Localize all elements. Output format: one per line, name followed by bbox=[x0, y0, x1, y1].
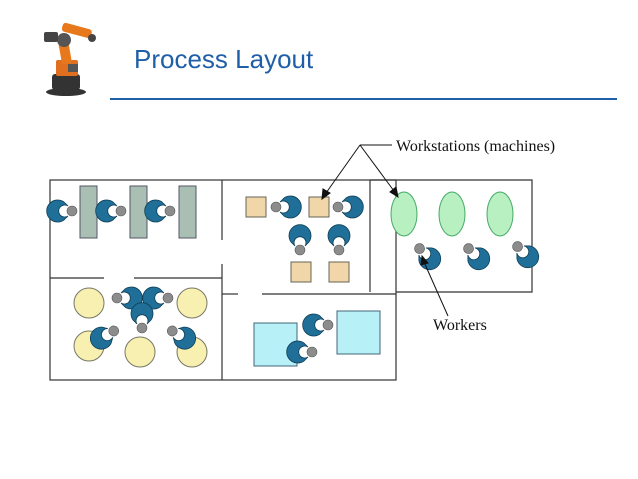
worker-icon bbox=[286, 340, 318, 364]
slide-title: Process Layout bbox=[134, 44, 314, 74]
workers-label: Workers bbox=[433, 317, 487, 334]
worker-icon bbox=[46, 199, 78, 223]
workstation bbox=[124, 336, 156, 368]
department-small-boxes bbox=[245, 195, 364, 283]
workstation bbox=[73, 287, 105, 319]
department-oval-machines bbox=[390, 191, 544, 275]
process-layout-diagram: Workstations (machines) Workers bbox=[46, 138, 555, 381]
industrial-robot-arm-icon bbox=[44, 22, 96, 96]
worker-icon bbox=[327, 224, 351, 256]
department-large-squares bbox=[253, 310, 381, 367]
workstation bbox=[328, 261, 350, 283]
worker-icon bbox=[505, 234, 544, 273]
workstation bbox=[290, 261, 312, 283]
worker-icon bbox=[144, 199, 176, 223]
workstation bbox=[336, 310, 381, 355]
title-underline bbox=[110, 98, 617, 100]
workstation bbox=[308, 196, 330, 218]
worker-icon bbox=[130, 302, 154, 334]
workstation bbox=[438, 191, 466, 237]
workstation bbox=[486, 191, 514, 237]
department-tall-machines bbox=[46, 185, 197, 239]
worker-icon bbox=[270, 195, 302, 219]
worker-icon bbox=[456, 236, 495, 275]
floor-walls bbox=[49, 179, 533, 381]
worker-icon bbox=[95, 199, 127, 223]
callout-arrows bbox=[321, 144, 449, 317]
workstation bbox=[178, 185, 197, 239]
worker-icon bbox=[332, 195, 364, 219]
department-round-tables bbox=[73, 286, 208, 368]
worker-icon bbox=[302, 313, 334, 337]
workstation bbox=[245, 196, 267, 218]
workstation bbox=[390, 191, 418, 237]
worker-icon bbox=[288, 224, 312, 256]
workstation bbox=[176, 287, 208, 319]
workstation bbox=[79, 185, 98, 239]
workstations-label: Workstations (machines) bbox=[396, 138, 555, 155]
